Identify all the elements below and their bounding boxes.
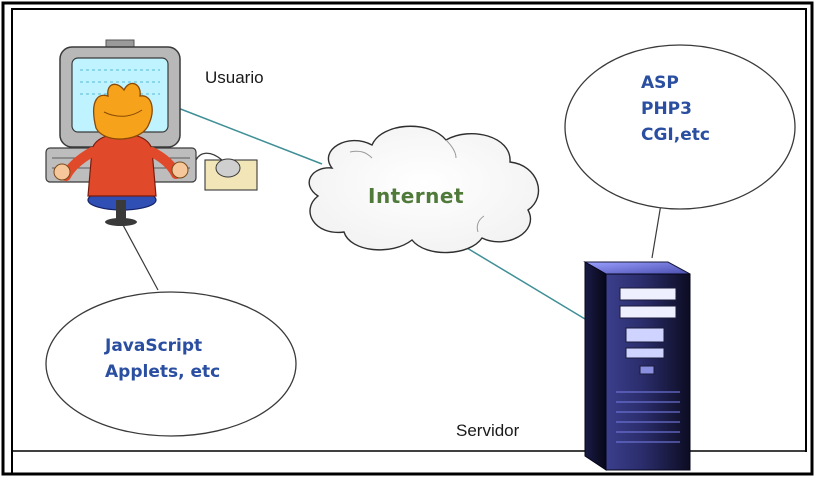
client-bubble-text: JavaScript Applets, etc: [105, 333, 220, 385]
server-bubble-text: ASP PHP3 CGI,etc: [641, 70, 710, 148]
internet-cloud-icon: [308, 125, 540, 254]
user-at-computer-icon: [45, 39, 258, 226]
server-tech-cgi: CGI,etc: [641, 125, 710, 145]
client-technologies-bubble: [45, 291, 297, 437]
server-label: Servidor: [456, 421, 520, 440]
internet-label: Internet: [368, 184, 465, 208]
client-tech-javascript: JavaScript: [105, 336, 203, 356]
connectors: [177, 107, 591, 323]
connector-user-internet: [177, 107, 323, 165]
server-tech-php3: PHP3: [641, 99, 692, 119]
tail-client-bubble: [122, 224, 159, 291]
connector-internet-server: [461, 244, 591, 323]
client-tech-applets: Applets, etc: [105, 362, 221, 382]
server-technologies-bubble: [564, 44, 796, 210]
server-tower-icon: [583, 261, 691, 471]
user-label: Usuario: [205, 68, 264, 87]
server-tech-asp: ASP: [641, 73, 679, 93]
